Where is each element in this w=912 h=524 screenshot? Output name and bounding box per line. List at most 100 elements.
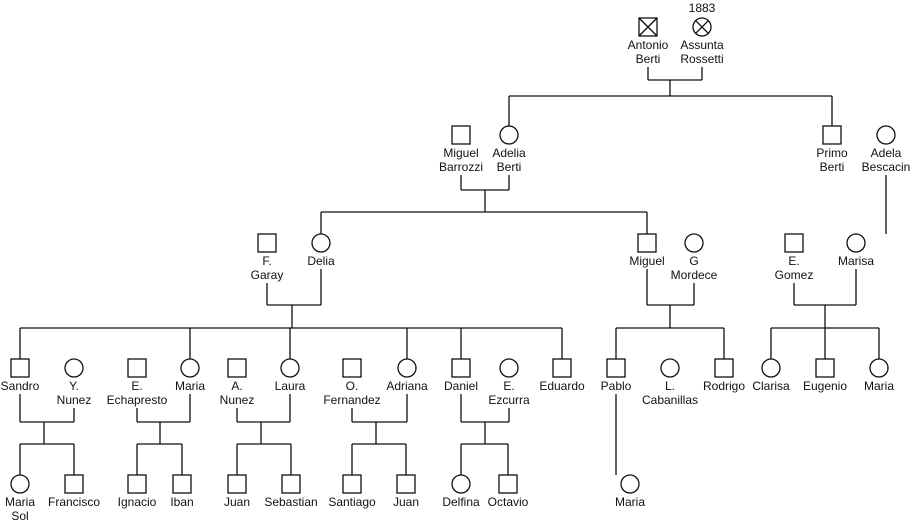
name-line: Juan [223, 495, 251, 509]
female-symbol [876, 125, 896, 145]
name-line: Echapresto [106, 393, 168, 407]
female-symbol [620, 474, 640, 494]
male-symbol [64, 474, 84, 494]
person-label: Juan [393, 495, 419, 509]
name-line: Francisco [47, 495, 101, 509]
name-line: Octavio [487, 495, 529, 509]
name-line: Delia [307, 254, 335, 268]
person-label: Pablo [601, 379, 632, 393]
name-line: Miguel [443, 146, 479, 160]
male-symbol [637, 233, 657, 253]
person-label: Sandro [1, 379, 40, 393]
name-line: Daniel [443, 379, 479, 393]
deceased-mark [695, 20, 709, 34]
female-symbol [761, 358, 781, 378]
name-line: Marisa [837, 254, 875, 268]
name-line: Ezcurra [488, 393, 530, 407]
name-line: Pablo [600, 379, 632, 393]
female-symbol [280, 358, 300, 378]
name-line: Adela [870, 146, 902, 160]
male-symbol [172, 474, 192, 494]
person-label: Eduardo [539, 379, 584, 393]
female-symbol [311, 233, 331, 253]
name-line: Ignacio [117, 495, 157, 509]
person-label: Daniel [444, 379, 478, 393]
male-symbol [342, 358, 362, 378]
name-line: Sandro [0, 379, 40, 393]
name-line: Juan [392, 495, 420, 509]
name-line: Nunez [219, 393, 255, 407]
name-line: E. [788, 254, 800, 268]
name-line: Eugenio [802, 379, 848, 393]
male-symbol [822, 125, 842, 145]
name-line: L. [664, 379, 676, 393]
person-label: Y.Nunez [57, 379, 92, 407]
person-label: F.Garay [251, 254, 284, 282]
person-label: O.Fernandez [323, 379, 380, 407]
name-line: Iban [170, 495, 194, 509]
name-line: O. [345, 379, 359, 393]
name-line: Laura [274, 379, 306, 393]
person-label: Laura [275, 379, 306, 393]
name-line: E. [503, 379, 515, 393]
person-label: Rodrigo [703, 379, 745, 393]
person-label: E.Gomez [775, 254, 814, 282]
name-line: Maria [4, 495, 36, 509]
person-label: Sebastian [264, 495, 317, 509]
person-label: Adriana [386, 379, 427, 393]
name-line: Primo [816, 146, 848, 160]
name-line: Sol [11, 509, 29, 523]
male-symbol [127, 358, 147, 378]
person-label: Delfina [442, 495, 479, 509]
person-label: Ignacio [118, 495, 157, 509]
female-symbol [397, 358, 417, 378]
person-label: Santiago [328, 495, 375, 509]
person-label: Delia [307, 254, 334, 268]
name-line: G [689, 254, 699, 268]
male-symbol [451, 125, 471, 145]
female-symbol [499, 358, 519, 378]
person-label: Miguel [629, 254, 664, 268]
male-symbol [714, 358, 734, 378]
name-line: Mordece [670, 268, 718, 282]
name-line: Antonio [627, 38, 669, 52]
male-symbol [396, 474, 416, 494]
name-line: Berti [496, 160, 522, 174]
name-line: Garay [250, 268, 284, 282]
name-line: Cabanillas [641, 393, 699, 407]
female-symbol [499, 125, 519, 145]
female-symbol [684, 233, 704, 253]
male-symbol [281, 474, 301, 494]
name-line: Berti [819, 160, 845, 174]
male-symbol [606, 358, 626, 378]
name-line: Assunta [680, 38, 724, 52]
person-label: Juan [224, 495, 250, 509]
name-line: Gomez [774, 268, 814, 282]
name-line: Maria [614, 495, 646, 509]
person-label: Francisco [48, 495, 100, 509]
name-line: Sebastian [264, 495, 318, 509]
female-symbol [869, 358, 889, 378]
name-line: Nunez [56, 393, 92, 407]
name-line: F. [262, 254, 272, 268]
person-label: Maria [175, 379, 205, 393]
person-label: Octavio [488, 495, 529, 509]
male-symbol [227, 358, 247, 378]
male-symbol [10, 358, 30, 378]
name-line: A. [231, 379, 243, 393]
deceased-mark [638, 17, 658, 37]
person-label: Iban [170, 495, 193, 509]
name-line: Eduardo [539, 379, 585, 393]
male-symbol [552, 358, 572, 378]
name-line: Maria [863, 379, 895, 393]
person-label: Maria [864, 379, 894, 393]
female-symbol [64, 358, 84, 378]
male-symbol [815, 358, 835, 378]
